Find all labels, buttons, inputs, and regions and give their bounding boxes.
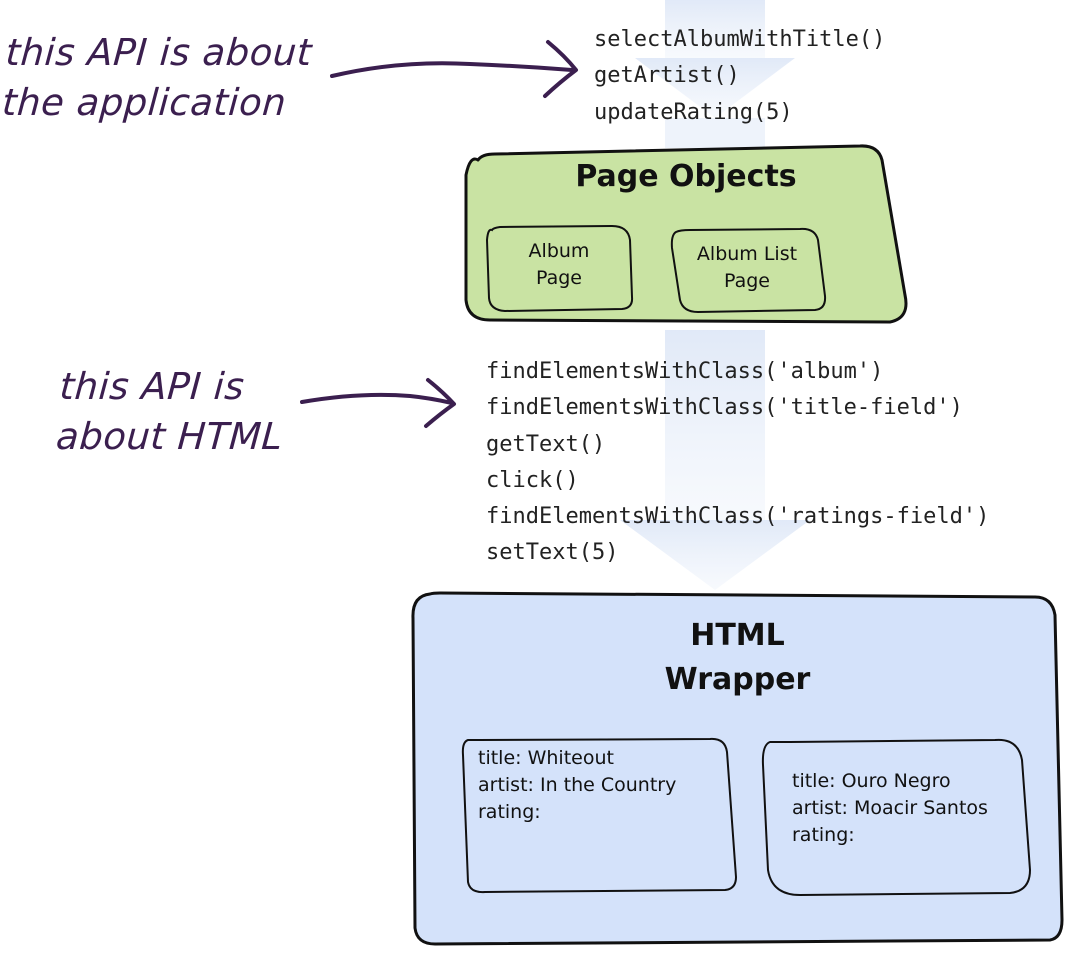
album-card-left: title: Whiteout artist: In the Country r…	[478, 745, 676, 826]
album-list-page-label: Album List Page	[696, 243, 798, 292]
album-rating-field: rating:	[792, 824, 855, 846]
card-right-box	[761, 738, 1032, 897]
album-list-page-box	[670, 227, 827, 314]
album-page-label: Album Page	[528, 240, 590, 289]
code-line: findElementsWithClass('album')	[486, 359, 884, 384]
album-title-field: title: Whiteout	[478, 747, 614, 769]
code-line: updateRating(5)	[594, 99, 793, 125]
album-card-right: title: Ouro Negro artist: Moacir Santos …	[792, 768, 988, 849]
annotation-middle-line-2: about HTML	[54, 415, 285, 458]
code-block-html-api: findElementsWithClass('album') findEleme…	[486, 354, 989, 572]
flow-arrow-top	[635, 0, 795, 148]
album-artist-field: artist: Moacir Santos	[792, 797, 988, 819]
annotation-arrow-middle	[300, 378, 456, 428]
card-left-box	[461, 737, 738, 894]
album-rating-field: rating:	[478, 801, 541, 823]
code-line: setText(5)	[486, 540, 619, 566]
album-title-field: title: Ouro Negro	[792, 770, 951, 792]
code-line: getText()	[486, 431, 606, 457]
flow-arrow-middle	[620, 330, 810, 590]
code-line: click()	[486, 467, 579, 493]
annotation-arrow-top	[330, 40, 578, 98]
annotation-middle-line-1: this API is	[58, 365, 246, 408]
album-artist-field: artist: In the Country	[478, 774, 677, 796]
album-page-box	[485, 224, 634, 313]
page-objects-title: Page Objects	[575, 159, 797, 194]
html-wrapper-title: HTML Wrapper	[664, 618, 811, 697]
code-line: getArtist()	[594, 63, 740, 89]
code-line: selectAlbumWithTitle()	[594, 27, 886, 52]
annotation-top-line-1: this API is about	[4, 31, 314, 74]
annotation-top: this API is about the application	[1, 28, 314, 128]
code-line: findElementsWithClass('title-field')	[486, 395, 963, 421]
code-block-application-api: selectAlbumWithTitle() getArtist() updat…	[594, 22, 885, 131]
annotation-middle: this API is about HTML	[55, 362, 288, 462]
annotation-top-line-2: the application	[0, 81, 288, 124]
code-line: findElementsWithClass('ratings-field')	[486, 504, 990, 530]
